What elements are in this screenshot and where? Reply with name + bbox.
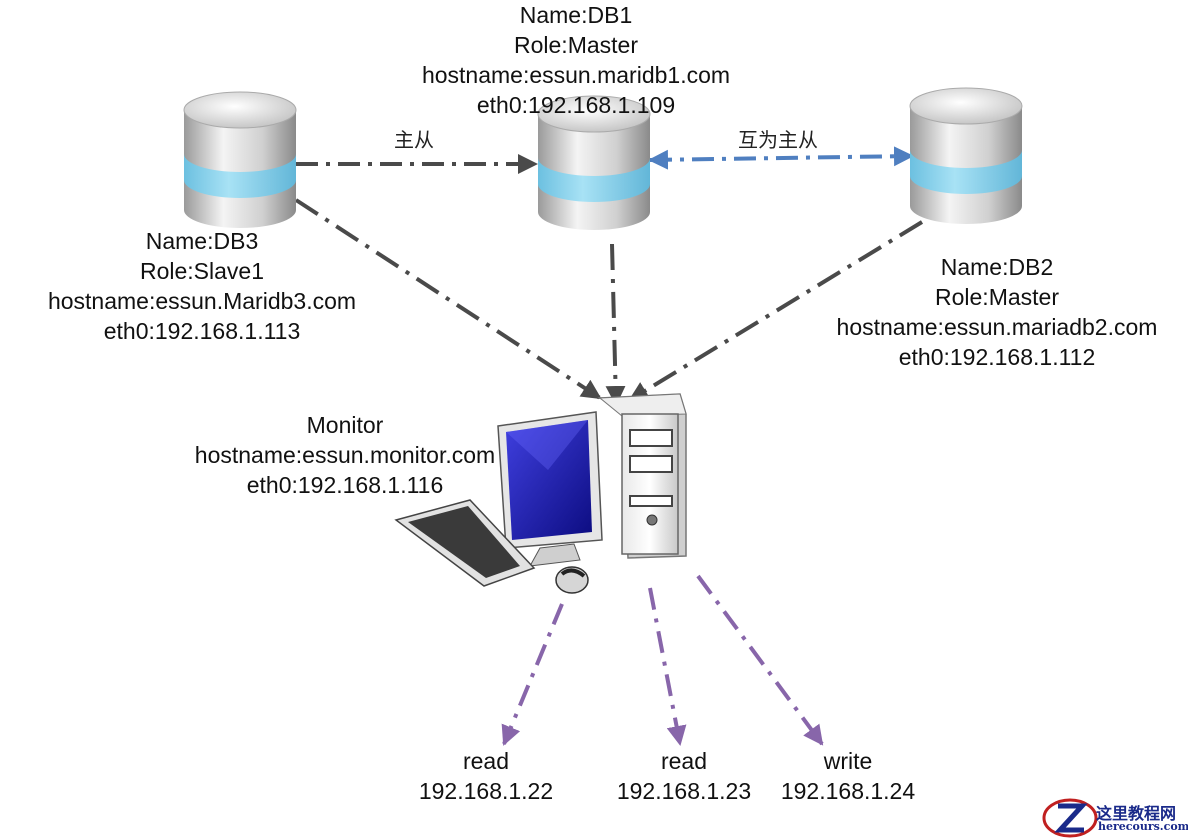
edge-monitor-read1 — [501, 603, 564, 746]
edge-db1-db2 — [648, 146, 914, 170]
write-label: write 192.168.1.24 — [780, 748, 916, 804]
monitor-computer-icon — [394, 393, 687, 594]
watermark-url: herecours.com — [1098, 820, 1188, 833]
db3-label: Name:DB3 Role:Slave1 hostname:essun.Mari… — [47, 228, 357, 344]
edge-monitor-write — [696, 574, 824, 746]
db2-database-icon — [909, 87, 1023, 224]
edge-db2-monitor — [628, 220, 924, 402]
read1-label: read 192.168.1.22 — [418, 748, 554, 804]
edge-db3-monitor — [294, 198, 602, 400]
edge-monitor-read2 — [648, 587, 687, 746]
watermark: 这里教程网 herecours.com — [1040, 796, 1188, 840]
watermark-title: 这里教程网 — [1096, 804, 1177, 823]
db1-database-icon — [537, 95, 651, 230]
db3-database-icon — [183, 91, 297, 228]
edge-label-db3-db1: 主从 — [394, 128, 434, 152]
db2-label: Name:DB2 Role:Master hostname:essun.mari… — [836, 254, 1158, 370]
edge-label-db1-db2: 互为主从 — [738, 128, 818, 152]
watermark-logo-icon — [1042, 798, 1098, 838]
edge-db1-monitor — [605, 243, 626, 406]
monitor-label: Monitor hostname:essun.monitor.com eth0:… — [194, 412, 496, 498]
read2-label: read 192.168.1.23 — [616, 748, 752, 804]
db1-label: Name:DB1 Role:Master hostname:essun.mari… — [421, 2, 731, 118]
